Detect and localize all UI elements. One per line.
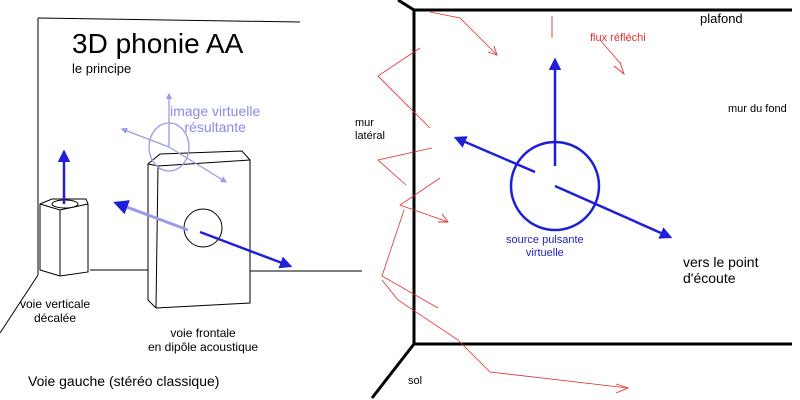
vertical-speaker <box>39 198 89 277</box>
frontal-speaker-label-line2: en dipôle acoustique <box>148 339 259 354</box>
vertical-speaker-label: voie verticale décalée <box>20 297 91 326</box>
reflected-flux-label: flux réfléchi <box>590 32 646 44</box>
frontal-front-arrow <box>199 230 293 269</box>
source-label: source pulsante virtuelle <box>506 234 584 259</box>
virtual-image-label-line1: image virtuelle <box>170 103 261 119</box>
vertical-speaker-label-line2: décalée <box>33 310 77 325</box>
side-wall-label-line2: latéral <box>355 129 385 142</box>
diagram-subtitle: le principe <box>72 61 132 76</box>
reflected-flux-lines <box>377 11 629 389</box>
side-wall-label: mur latéral <box>355 117 385 142</box>
listening-point-label-line1: vers le point <box>683 254 759 270</box>
frontal-speaker-label: voie frontale en dipôle acoustique <box>148 326 259 355</box>
source-left-arrow <box>453 136 536 174</box>
floor-label: sol <box>408 375 423 387</box>
frontal-back-arrow <box>113 200 189 232</box>
channel-label: Voie gauche (stéréo classique) <box>28 373 220 389</box>
virtual-image-label: image virtuelle résultante <box>170 103 260 135</box>
ceiling-label: plafond <box>700 11 743 26</box>
virtual-image <box>120 92 228 183</box>
diagram-title: 3D phonie AA <box>72 28 244 59</box>
side-wall-label-line1: mur <box>355 117 374 129</box>
reflected-flux-arrowheads <box>438 16 630 394</box>
frontal-speaker <box>147 150 251 309</box>
right-room-walls <box>370 0 792 399</box>
back-wall-label: mur du fond <box>728 103 787 115</box>
listening-point-label: vers le point d'écoute <box>683 254 758 286</box>
frontal-speaker-label-line1: voie frontale <box>170 326 236 340</box>
left-room-walls <box>0 17 362 334</box>
source-label-line2: virtuelle <box>525 246 564 259</box>
source-right-arrow <box>554 184 673 239</box>
source-label-line1: source pulsante <box>506 234 584 246</box>
virtual-image-label-line2: résultante <box>184 119 246 136</box>
vertical-speaker-label-line1: voie verticale <box>20 297 91 311</box>
listening-point-label-line2: d'écoute <box>683 270 736 287</box>
